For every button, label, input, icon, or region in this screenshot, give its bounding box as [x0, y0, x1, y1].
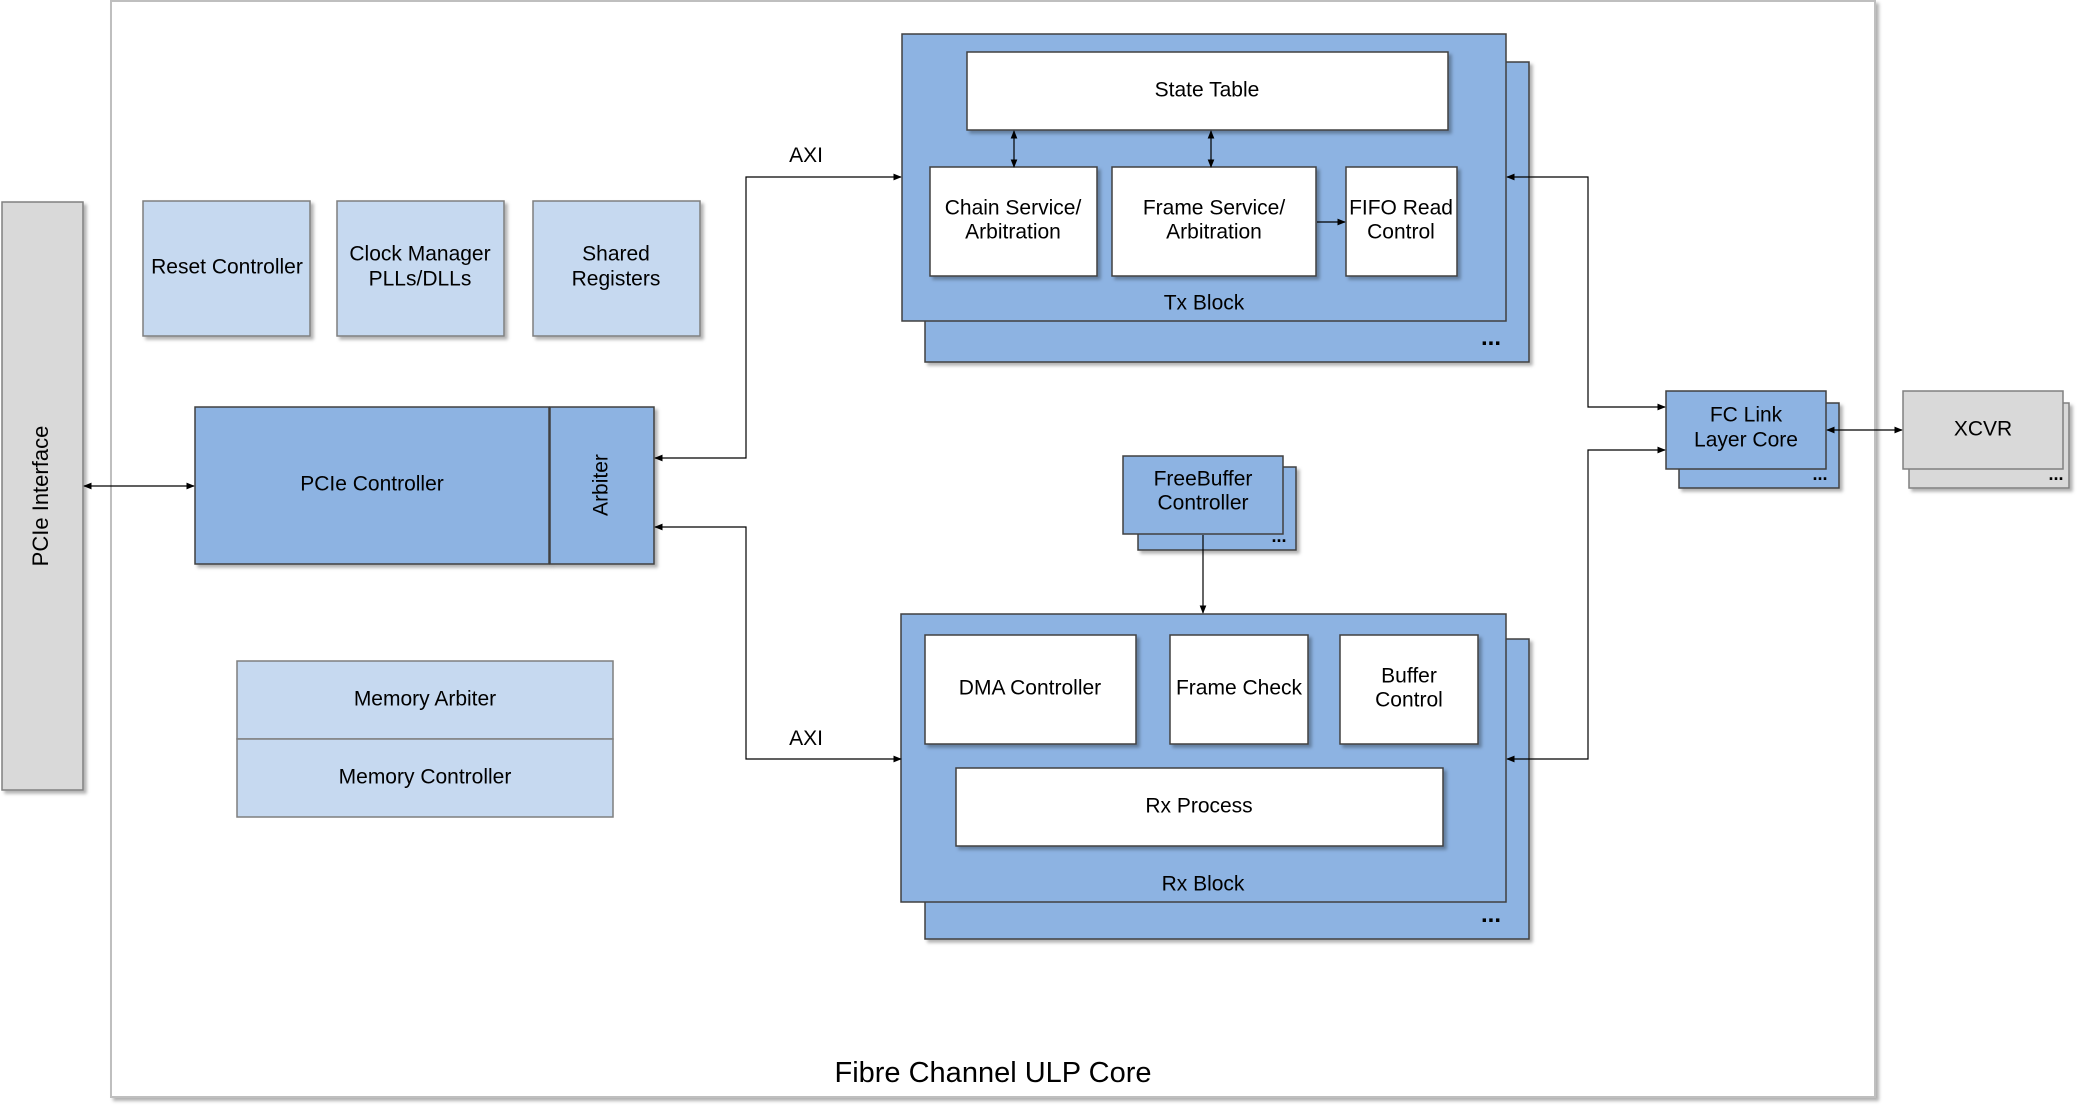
fifo-read-label-1: FIFO Read — [1349, 197, 1453, 220]
axi-label-bottom: AXI — [789, 727, 823, 750]
shared-registers-label-1: Shared — [582, 243, 650, 266]
buffer-control: Buffer Control — [1339, 634, 1479, 745]
clock-manager-label-1: Clock Manager — [349, 243, 490, 266]
arbiter: Arbiter — [549, 406, 655, 565]
rx-block-label: Rx Block — [1162, 873, 1245, 896]
chain-service-label-2: Arbitration — [965, 221, 1061, 244]
shared-registers-label-2: Registers — [572, 268, 661, 291]
fifo-read-label-2: Control — [1367, 221, 1435, 244]
reset-controller-label: Reset Controller — [151, 256, 303, 279]
fc-link-layer-core: FC Link Layer Core ... — [1665, 390, 1840, 489]
memory-controller: Memory Controller — [236, 738, 614, 818]
reset-controller: Reset Controller — [142, 200, 311, 337]
xcvr: XCVR ... — [1902, 390, 2070, 489]
freebuffer-more-indicator: ... — [1271, 526, 1286, 546]
xcvr-more-indicator: ... — [2048, 464, 2063, 484]
buffer-control-label-1: Buffer — [1381, 665, 1437, 688]
frame-check: Frame Check — [1169, 634, 1309, 745]
tx-more-indicator: ... — [1481, 324, 1501, 351]
state-table: State Table — [966, 51, 1449, 131]
fc-link-to-rx-link — [1506, 446, 1666, 763]
rx-block: Rx Block ... DMA Controller Frame Check … — [900, 613, 1530, 940]
fifo-read-control: FIFO Read Control — [1345, 166, 1458, 277]
frame-check-label: Frame Check — [1176, 677, 1303, 700]
frame-service-label-2: Arbitration — [1166, 221, 1262, 244]
memory-controller-label: Memory Controller — [339, 766, 512, 789]
fc-link-to-tx-link — [1506, 173, 1666, 411]
dma-controller-label: DMA Controller — [959, 677, 1101, 700]
rx-process: Rx Process — [955, 767, 1444, 847]
frame-service-label-1: Frame Service/ — [1143, 197, 1286, 220]
fc-link-more-indicator: ... — [1812, 464, 1827, 484]
chain-service: Chain Service/ Arbitration — [929, 166, 1098, 277]
memory-arbiter-label: Memory Arbiter — [354, 688, 496, 711]
clock-manager-label-2: PLLs/DLLs — [369, 268, 472, 291]
arbiter-to-rx-axi-link — [654, 523, 902, 763]
rx-process-label: Rx Process — [1145, 795, 1252, 818]
chain-service-label-1: Chain Service/ — [945, 197, 1082, 220]
memory-arbiter: Memory Arbiter — [236, 660, 614, 740]
xcvr-label: XCVR — [1954, 418, 2012, 441]
freebuffer-label-2: Controller — [1157, 492, 1248, 515]
connectors — [83, 130, 1903, 763]
pcie-controller: PCIe Controller — [194, 406, 550, 565]
clock-manager: Clock Manager PLLs/DLLs — [336, 200, 505, 337]
pcie-interface-label: PCIe Interface — [28, 426, 53, 567]
shared-registers: Shared Registers — [532, 200, 701, 337]
tx-block-label: Tx Block — [1164, 292, 1245, 315]
arbiter-to-tx-axi-link — [654, 173, 902, 462]
state-table-label: State Table — [1155, 79, 1260, 102]
dma-controller: DMA Controller — [924, 634, 1137, 745]
axi-label-top: AXI — [789, 144, 823, 167]
fc-link-label-2: Layer Core — [1694, 429, 1798, 452]
core-title: Fibre Channel ULP Core — [834, 1057, 1151, 1089]
buffer-control-label-2: Control — [1375, 689, 1443, 712]
freebuffer-controller: FreeBuffer Controller ... — [1122, 455, 1297, 551]
pcie-interface: PCIe Interface — [1, 201, 84, 791]
arbiter-label: Arbiter — [590, 454, 613, 516]
rx-more-indicator: ... — [1481, 901, 1501, 928]
frame-service: Frame Service/ Arbitration — [1111, 166, 1317, 277]
fc-link-label-1: FC Link — [1710, 404, 1783, 427]
freebuffer-label-1: FreeBuffer — [1154, 468, 1253, 491]
pcie-controller-label: PCIe Controller — [300, 473, 444, 496]
tx-block: Tx Block ... State Table Chain Service/ … — [901, 33, 1530, 363]
